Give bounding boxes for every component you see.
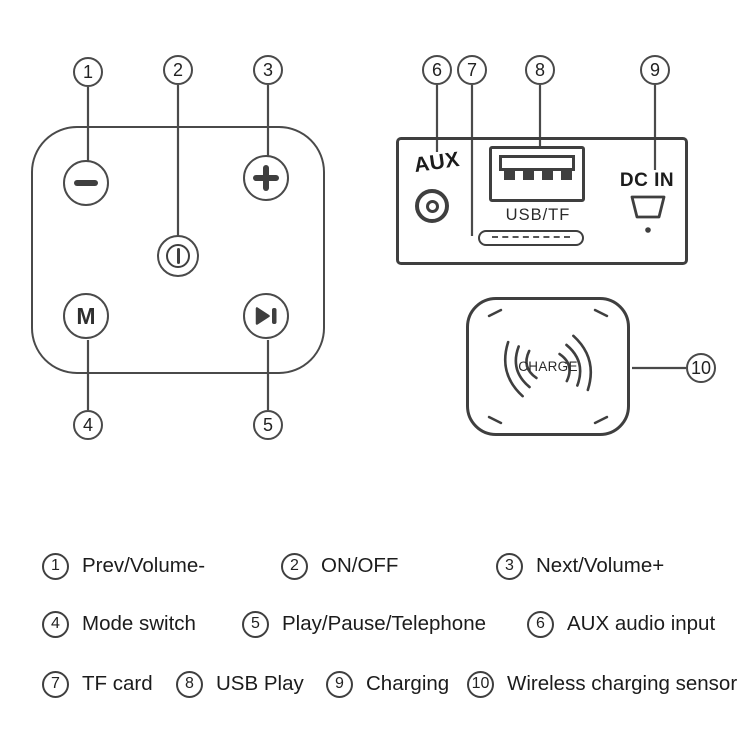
volume-down-button — [63, 160, 109, 206]
usb-pin — [504, 171, 515, 180]
legend-item-8: 8 USB Play — [176, 670, 304, 698]
legend-num: 3 — [496, 552, 523, 580]
legend-item-10: 10 Wireless charging sensor — [467, 670, 737, 698]
usb-tf-label: USB/TF — [505, 206, 571, 224]
mode-button: M — [63, 293, 109, 339]
callout-6: 6 — [422, 55, 452, 85]
mode-label: M — [76, 302, 96, 329]
legend-item-9: 9 Charging — [326, 670, 449, 698]
power-button — [157, 235, 199, 277]
callout-9: 9 — [640, 55, 670, 85]
legend-num: 2 — [281, 552, 308, 580]
legend-item-2: 2 ON/OFF — [281, 552, 398, 580]
usb-tongue — [499, 155, 575, 171]
legend-label: ON/OFF — [321, 554, 399, 577]
aux-jack-icon — [415, 189, 449, 223]
ports-panel — [396, 137, 688, 265]
legend-label: AUX audio input — [567, 612, 716, 635]
legend-label: Charging — [366, 672, 450, 695]
play-pause-button — [243, 293, 289, 339]
legend-num: 5 — [242, 610, 269, 638]
charging-indicator-dot — [645, 227, 651, 233]
usb-port-icon — [489, 146, 585, 202]
wireless-charge-pad — [466, 297, 630, 436]
legend-num: 8 — [176, 670, 203, 698]
tf-card-slot-icon — [478, 230, 584, 246]
aux-jack-hole — [425, 199, 439, 213]
play-pause-icon — [255, 307, 277, 325]
tf-slot-dashes — [492, 236, 570, 238]
micro-usb-icon — [630, 195, 666, 219]
plus-icon — [253, 165, 279, 191]
callout-10: 10 — [686, 353, 716, 383]
legend-num: 7 — [42, 670, 69, 698]
callout-2: 2 — [163, 55, 193, 85]
legend-num: 1 — [42, 552, 69, 580]
legend-item-6: 6 AUX audio input — [527, 610, 715, 638]
minus-icon — [74, 180, 98, 186]
legend-label: Mode switch — [82, 612, 196, 635]
legend-item-7: 7 TF card — [42, 670, 153, 698]
dc-in-label: DC IN — [619, 170, 675, 191]
callout-5: 5 — [253, 410, 283, 440]
callout-3: 3 — [253, 55, 283, 85]
usb-pin — [523, 171, 534, 180]
legend-item-4: 4 Mode switch — [42, 610, 196, 638]
callout-4: 4 — [73, 410, 103, 440]
legend-label: USB Play — [216, 672, 304, 695]
callout-7: 7 — [457, 55, 487, 85]
legend-label: Play/Pause/Telephone — [282, 612, 487, 635]
callout-8: 8 — [525, 55, 555, 85]
legend-label: Wireless charging sensor — [507, 672, 738, 695]
volume-up-button — [243, 155, 289, 201]
legend-item-3: 3 Next/Volume+ — [496, 552, 664, 580]
legend-item-5: 5 Play/Pause/Telephone — [242, 610, 486, 638]
legend-label: Prev/Volume- — [82, 554, 206, 577]
callout-lines — [86, 85, 686, 410]
legend-num: 10 — [467, 670, 494, 698]
callout-1: 1 — [73, 57, 103, 87]
charge-label: CHARGE — [518, 359, 578, 374]
charge-waves-icon — [503, 334, 593, 398]
usb-pin — [542, 171, 553, 180]
legend-label: Next/Volume+ — [536, 554, 665, 577]
legend-num: 9 — [326, 670, 353, 698]
legend-label: TF card — [82, 672, 153, 695]
speaker-top-view — [31, 126, 325, 374]
usb-pin — [561, 171, 572, 180]
power-icon — [166, 244, 190, 268]
legend-num: 4 — [42, 610, 69, 638]
legend-num: 6 — [527, 610, 554, 638]
legend-item-1: 1 Prev/Volume- — [42, 552, 205, 580]
